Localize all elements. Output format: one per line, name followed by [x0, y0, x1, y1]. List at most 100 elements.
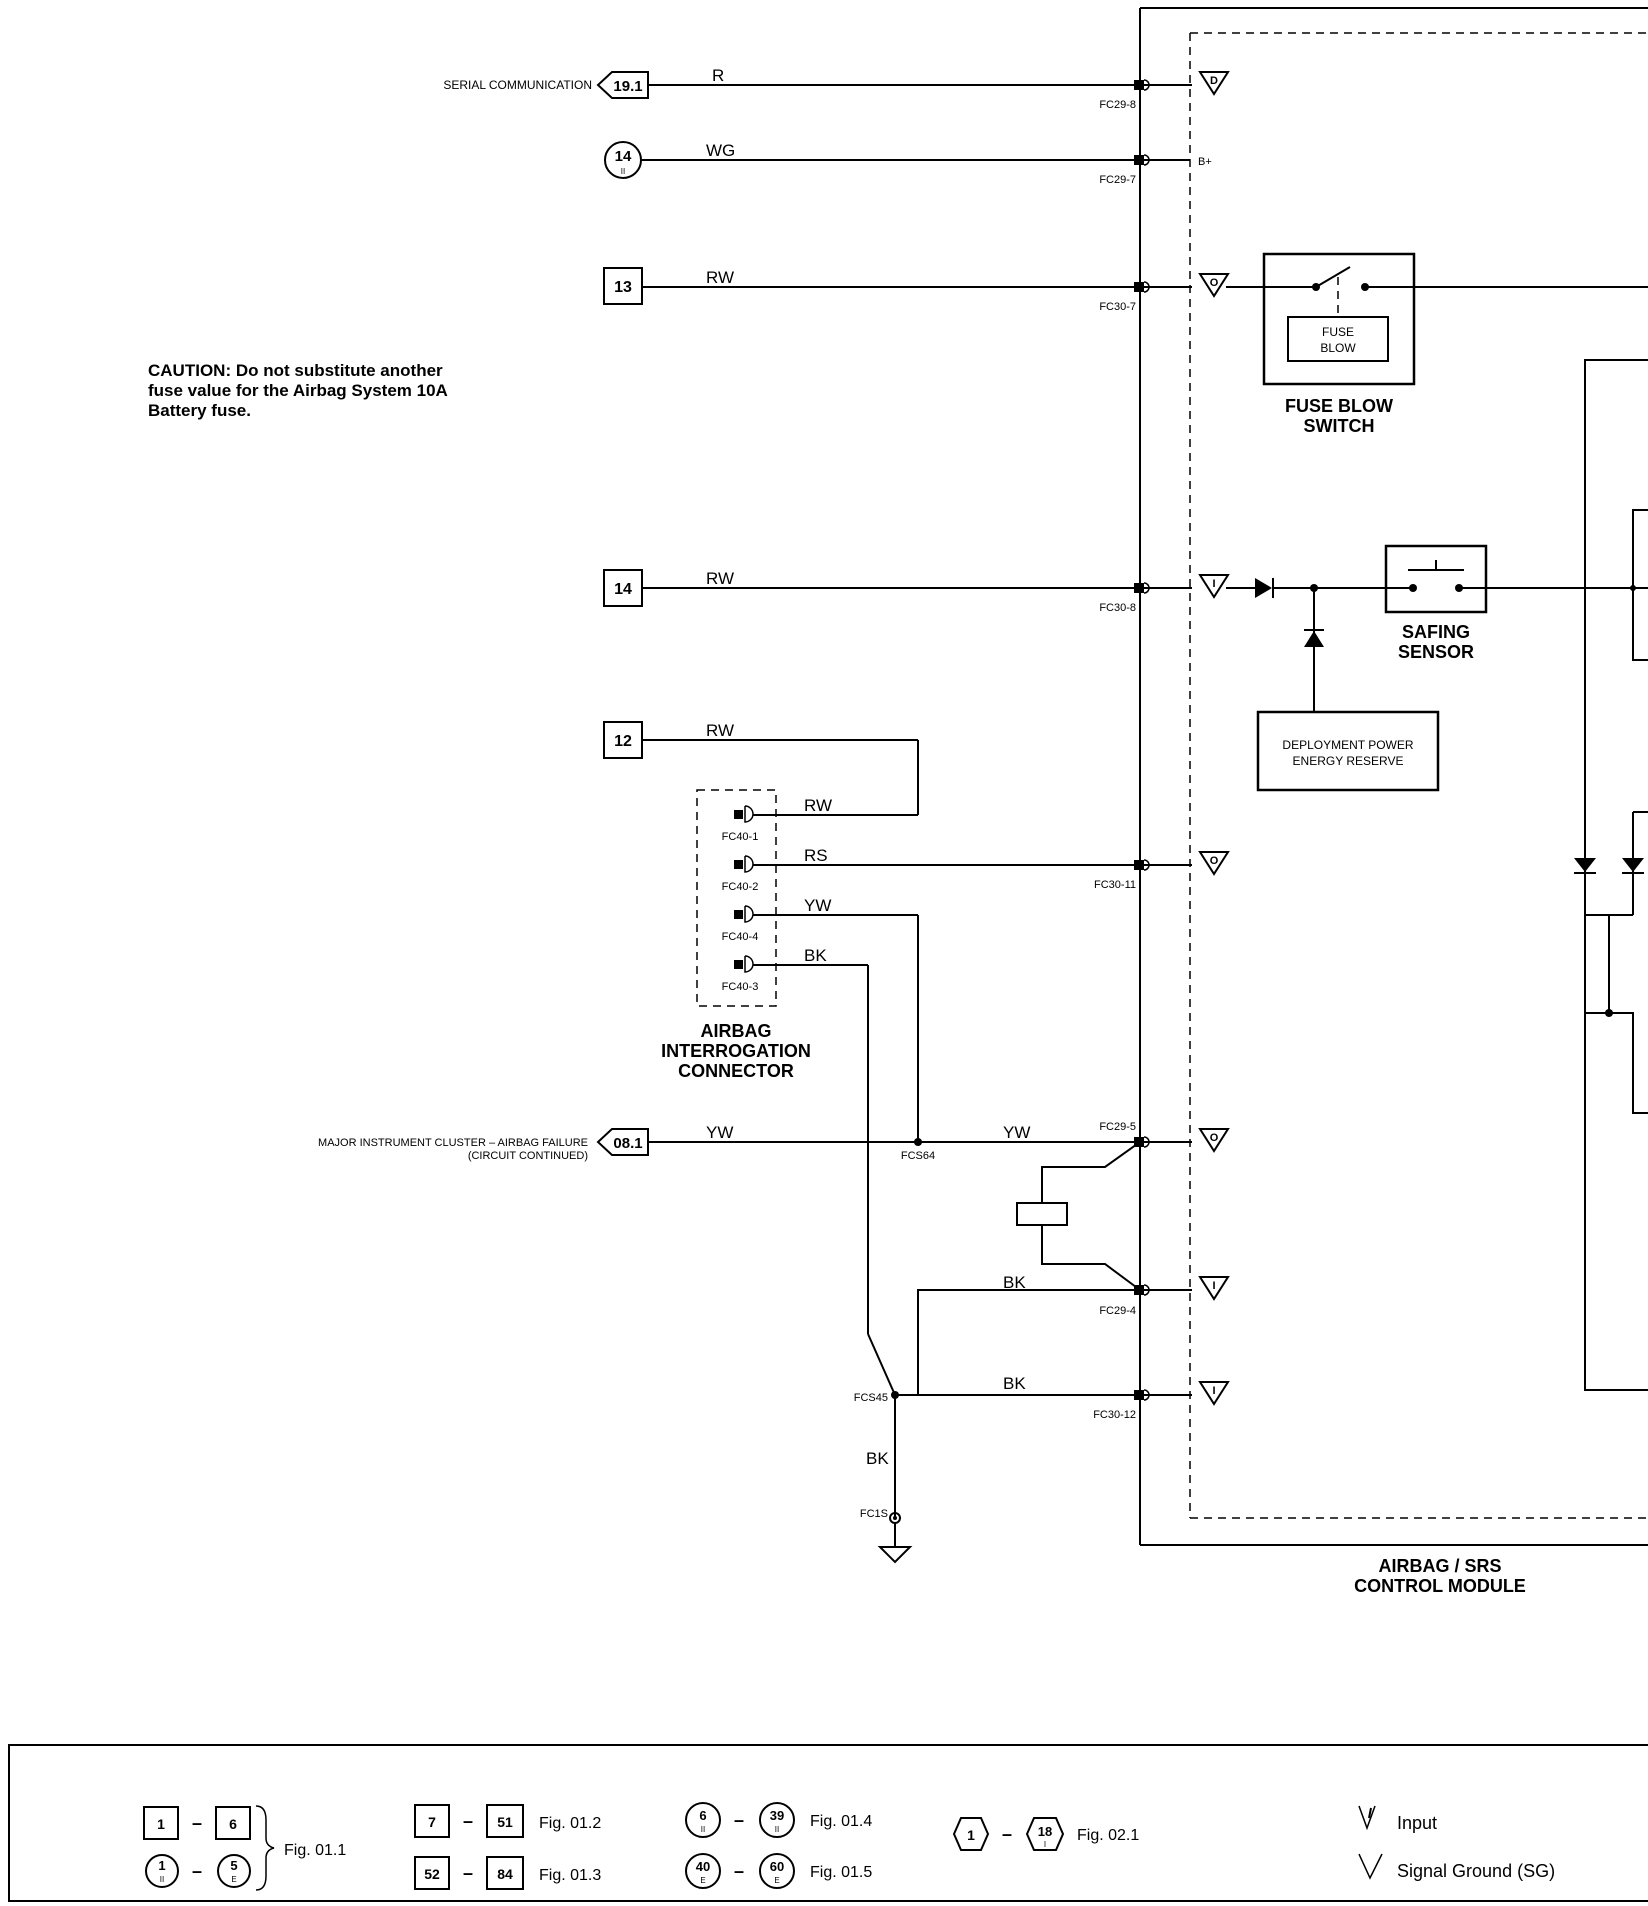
svg-text:Fig. 01.3: Fig. 01.3: [539, 1867, 601, 1884]
svg-text:FUSE BLOW: FUSE BLOW: [1285, 396, 1393, 416]
svg-text:RS: RS: [804, 846, 828, 865]
svg-text:–: –: [734, 1810, 744, 1830]
shorting-bar: [1016, 1202, 1068, 1226]
signal-ground-icon: [1358, 1853, 1383, 1880]
svg-text:Fig. 02.1: Fig. 02.1: [1077, 1827, 1139, 1844]
svg-text:60: 60: [770, 1859, 784, 1874]
module-title: CONTROL MODULE: [1354, 1576, 1526, 1596]
svg-text:E: E: [231, 1875, 236, 1884]
svg-text:fuse value for the Airbag Syst: fuse value for the Airbag System 10A: [148, 381, 448, 400]
svg-text:14: 14: [614, 581, 632, 598]
svg-text:E: E: [774, 1876, 779, 1885]
svg-text:D: D: [1210, 75, 1218, 87]
svg-text:BK: BK: [804, 946, 827, 965]
svg-text:–: –: [463, 1863, 473, 1883]
svg-text:FC40-4: FC40-4: [722, 931, 759, 943]
svg-text:SENSOR: SENSOR: [1398, 642, 1474, 662]
svg-text:7: 7: [428, 1814, 436, 1830]
svg-text:14: 14: [615, 148, 632, 165]
svg-text:FC30-11: FC30-11: [1094, 879, 1136, 891]
svg-text:FC30-7: FC30-7: [1099, 301, 1136, 313]
svg-text:6: 6: [229, 1816, 237, 1832]
svg-text:O: O: [1210, 1132, 1219, 1144]
svg-text:I: I: [1212, 1280, 1215, 1292]
fuse-blow-circuit: 13 RW FC30-7 O FUSE BLOW FUSE BLOW SWITC…: [603, 252, 1648, 436]
svg-text:MAJOR INSTRUMENT CLUSTER – AIR: MAJOR INSTRUMENT CLUSTER – AIRBAG FAILUR…: [318, 1137, 588, 1149]
svg-text:B+: B+: [1198, 156, 1212, 168]
svg-text:I: I: [1044, 1840, 1046, 1849]
svg-text:08.1: 08.1: [613, 1135, 642, 1152]
svg-text:Fig. 01.1: Fig. 01.1: [284, 1842, 346, 1859]
input-marker-icon: [1358, 1805, 1376, 1831]
svg-text:WG: WG: [706, 141, 735, 160]
svg-text:Fig. 01.2: Fig. 01.2: [539, 1815, 601, 1832]
svg-text:FUSE: FUSE: [1322, 325, 1354, 339]
svg-text:FC30-8: FC30-8: [1099, 602, 1136, 614]
svg-text:FC40-3: FC40-3: [722, 981, 759, 993]
svg-text:SAFING: SAFING: [1402, 622, 1470, 642]
svg-text:Signal Ground (SG): Signal Ground (SG): [1397, 1861, 1555, 1881]
svg-text:39: 39: [770, 1808, 784, 1823]
svg-text:FC1S: FC1S: [860, 1508, 888, 1520]
svg-text:I: I: [1212, 1385, 1215, 1397]
svg-text:Fig. 01.5: Fig. 01.5: [810, 1864, 872, 1881]
svg-text:I: I: [1212, 578, 1215, 590]
svg-text:DEPLOYMENT POWER: DEPLOYMENT POWER: [1282, 738, 1413, 752]
signal-marker-icon: [1198, 1276, 1230, 1301]
module-title: AIRBAG / SRS: [1378, 1556, 1501, 1576]
svg-text:ENERGY RESERVE: ENERGY RESERVE: [1293, 754, 1404, 768]
svg-text:52: 52: [424, 1866, 440, 1882]
svg-text:CAUTION: Do not substitute an: CAUTION: Do not substitute another: [148, 361, 443, 380]
svg-text:FC29-7: FC29-7: [1099, 174, 1136, 186]
svg-text:FC40-2: FC40-2: [722, 881, 759, 893]
svg-text:FC29-4: FC29-4: [1099, 1305, 1136, 1317]
svg-text:SWITCH: SWITCH: [1304, 416, 1375, 436]
svg-text:YW: YW: [706, 1123, 733, 1142]
svg-text:18: 18: [1038, 1824, 1052, 1839]
diode-icon: [1255, 578, 1272, 598]
svg-text:BK: BK: [1003, 1374, 1026, 1393]
safing-circuit: 14 RW FC30-8 I DEPLOYMENT POWER ENERGY R…: [603, 544, 1648, 792]
svg-text:BK: BK: [1003, 1273, 1026, 1292]
internal-circuits: [1574, 359, 1648, 1391]
svg-text:–: –: [1002, 1824, 1012, 1844]
svg-text:II: II: [160, 1875, 164, 1884]
svg-text:BLOW: BLOW: [1320, 341, 1356, 355]
diode-icon: [1304, 631, 1324, 647]
ground-circuit: BK FC29-4 I FCS45 BK FC30-12 I BK FC1S: [854, 1273, 1230, 1564]
svg-text:Fig. 01.4: Fig. 01.4: [810, 1813, 872, 1830]
svg-text:II: II: [775, 1825, 779, 1834]
svg-text:1: 1: [967, 1827, 975, 1843]
svg-text:INTERROGATION: INTERROGATION: [661, 1041, 811, 1061]
deployment-energy-reserve: [1256, 710, 1440, 792]
svg-text:51: 51: [497, 1814, 513, 1830]
svg-text:YW: YW: [1003, 1123, 1030, 1142]
svg-text:6: 6: [699, 1808, 706, 1823]
signal-marker-icon: [1198, 71, 1230, 96]
svg-text:FCS64: FCS64: [901, 1150, 935, 1162]
svg-text:–: –: [734, 1861, 744, 1881]
svg-text:E: E: [700, 1876, 705, 1885]
b-plus-circuit: 14 II WG FC29-7 B+: [604, 141, 1212, 186]
svg-text:12: 12: [614, 733, 632, 750]
svg-text:40: 40: [696, 1859, 710, 1874]
svg-text:FC29-8: FC29-8: [1099, 99, 1136, 111]
airbag-interrogation-connector: [696, 789, 777, 1007]
svg-text:–: –: [192, 1861, 202, 1881]
svg-text:RW: RW: [706, 268, 734, 287]
svg-text:FC40-1: FC40-1: [722, 831, 759, 843]
svg-text:FCS45: FCS45: [854, 1392, 888, 1404]
svg-text:(CIRCUIT CONTINUED): (CIRCUIT CONTINUED): [468, 1150, 588, 1162]
airbag-srs-module: AIRBAG / SRS CONTROL MODULE: [1139, 7, 1648, 1596]
signal-marker-icon: [1198, 851, 1230, 876]
caution-note: CAUTION: Do not substitute another fuse …: [148, 361, 448, 420]
signal-marker-icon: [1198, 574, 1230, 599]
svg-text:1: 1: [157, 1816, 165, 1832]
svg-text:R: R: [712, 66, 724, 85]
svg-text:RW: RW: [804, 796, 832, 815]
svg-text:84: 84: [497, 1866, 513, 1882]
svg-text:II: II: [621, 167, 625, 176]
safing-sensor: [1384, 544, 1488, 614]
legend: 1 – 6 1 II – 5 E Fig. 01.1 7 – 51 Fig. 0…: [8, 1744, 1648, 1902]
